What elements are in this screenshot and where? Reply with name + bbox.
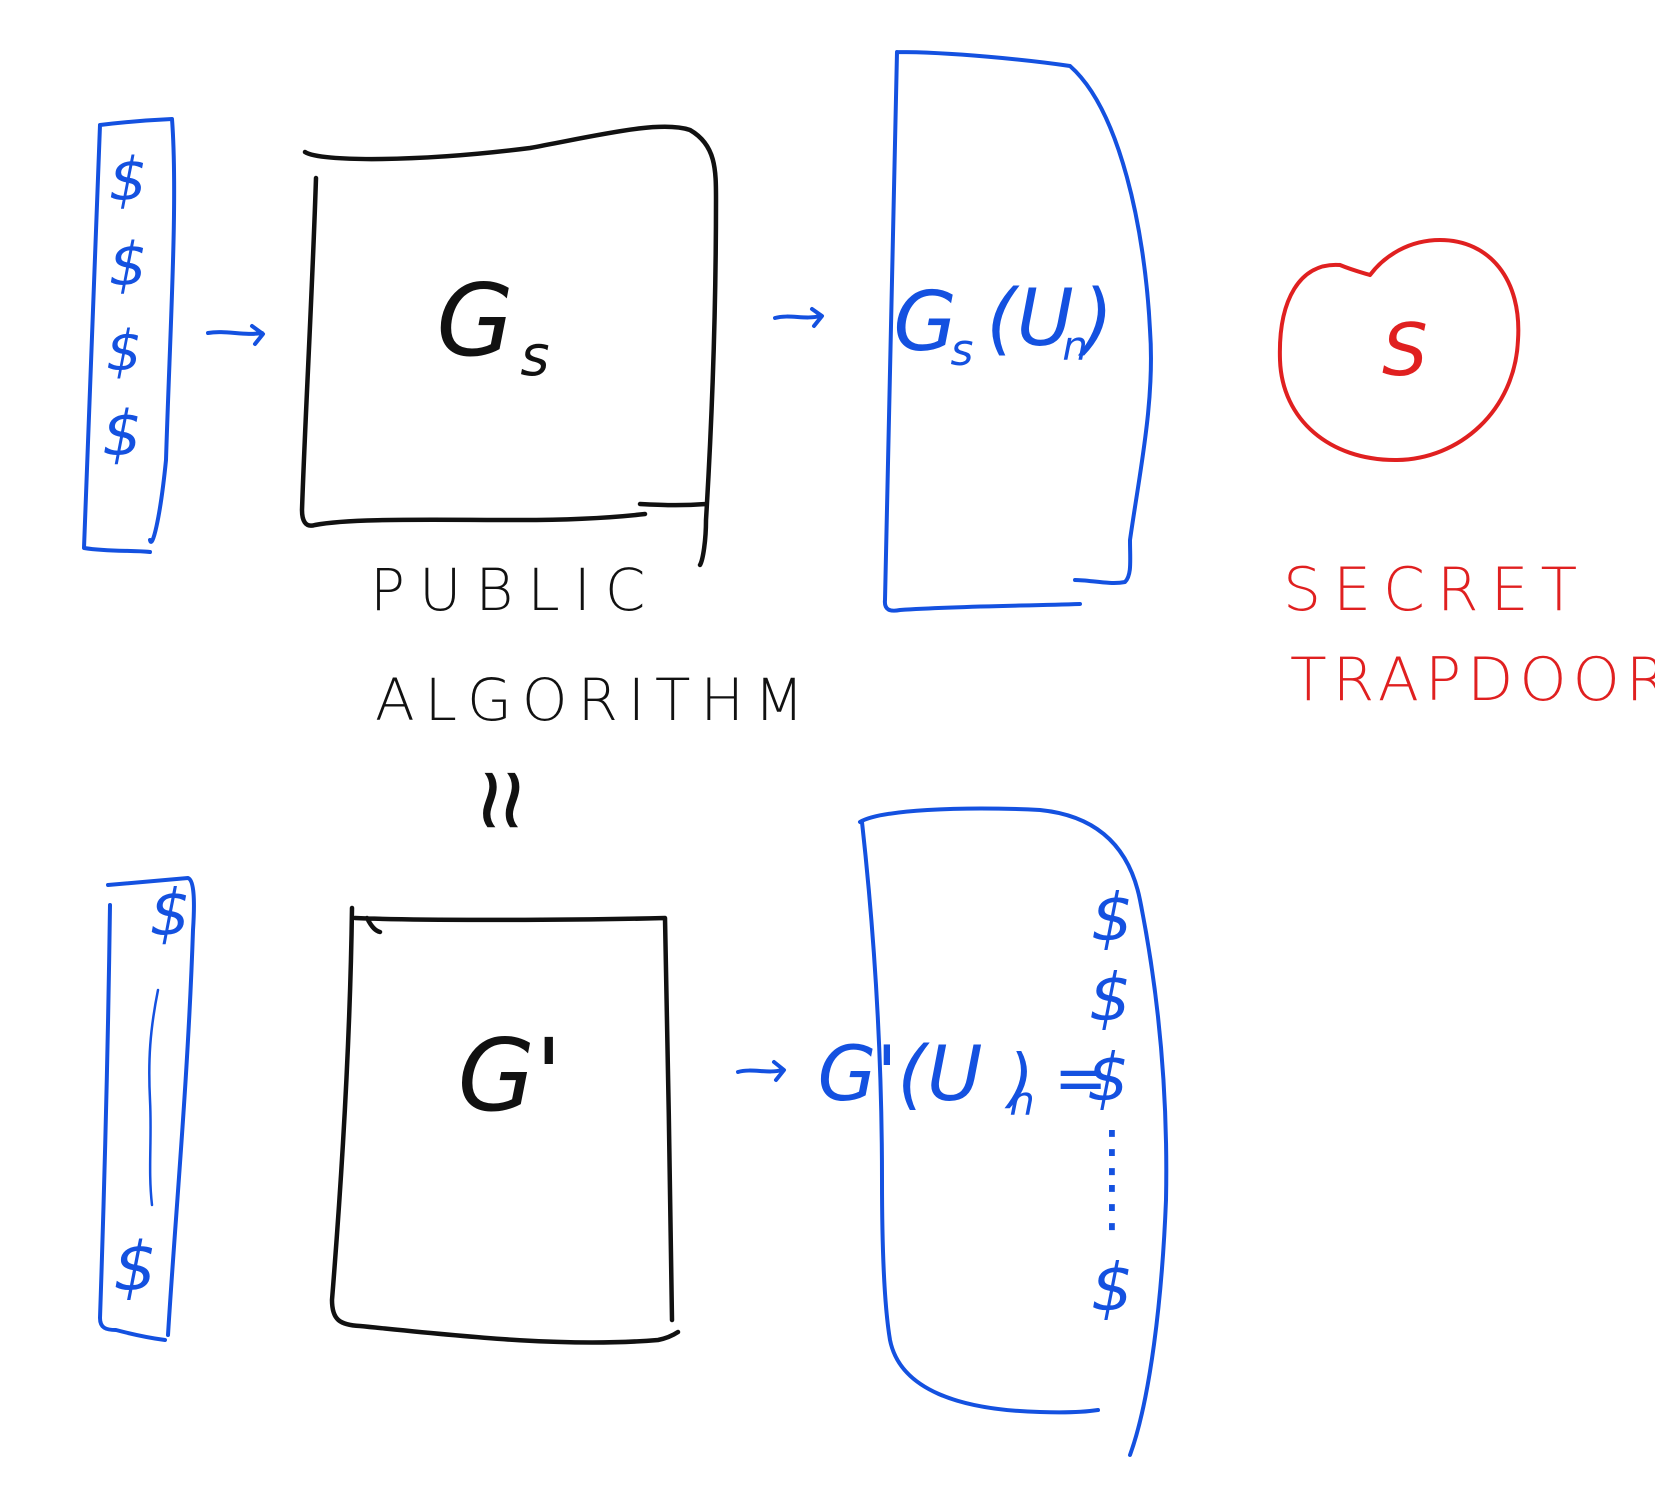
g-prime-output-symbol-1: $ [1091, 879, 1133, 956]
g-prime-output-subscript: n [1009, 1079, 1034, 1125]
top-input-tape: $ $ $ $ [82, 117, 177, 554]
top-input-symbol-1: $ [109, 145, 147, 215]
g-prime-output-label: G'(U [817, 1029, 982, 1118]
top-arrow-1 [206, 324, 265, 346]
g-prime-output-symbol-3: $ [1087, 1039, 1129, 1116]
gs-box: G s [299, 124, 719, 568]
gs-output-argument: (U [986, 274, 1074, 364]
top-arrow-2 [773, 307, 824, 328]
g-prime-output-ellipsis: ⋮ [1084, 1119, 1140, 1184]
top-input-symbol-3: $ [106, 319, 142, 384]
g-prime-box: G' [329, 905, 681, 1345]
public-caption-line1: PUBLIC [370, 556, 659, 624]
bottom-input-symbol-2: $ [113, 1228, 156, 1307]
g-prime-output-symbol-4: $ [1091, 1249, 1133, 1326]
top-input-symbol-4: $ [102, 397, 141, 470]
gs-output-close: ) [1078, 274, 1113, 364]
secret-trapdoor: S SECRET TRAPDOOR [1277, 238, 1655, 715]
public-caption-line2: ALGORITHM [375, 666, 814, 734]
bottom-input-tape: $ $ [98, 876, 196, 1342]
gs-output-argument-subscript: n [1062, 324, 1087, 370]
gs-output-panel: G s (U n ) [882, 50, 1153, 613]
bottom-arrow [736, 1060, 786, 1082]
gs-output-subscript: s [951, 325, 974, 376]
g-prime-output-panel: G'(U n ) = $ $ $ ⋮ ⋮ $ [817, 806, 1169, 1457]
bottom-input-squiggle [148, 988, 160, 1207]
g-prime-output-suffix: ) = [1005, 1042, 1108, 1116]
approx-relation: ≈ [439, 770, 567, 830]
public-caption: PUBLIC ALGORITHM ≈ [370, 556, 814, 830]
g-prime-label: G' [458, 1017, 563, 1134]
trapdoor-circle [1277, 238, 1521, 462]
g-prime-output-ellipsis-2: ⋮ [1084, 1174, 1140, 1239]
trapdoor-circle-label: S [1382, 308, 1428, 392]
g-prime-output-symbol-2: $ [1089, 959, 1131, 1036]
bottom-input-symbol-1: $ [150, 877, 191, 951]
gs-subscript: s [520, 324, 549, 389]
gs-output-label: G [893, 275, 957, 370]
trapdoor-caption-line1: SECRET [1283, 555, 1589, 625]
trapdoor-caption-line2: TRAPDOOR [1290, 645, 1655, 715]
gs-label: G [436, 262, 514, 379]
top-input-symbol-2: $ [109, 230, 147, 300]
